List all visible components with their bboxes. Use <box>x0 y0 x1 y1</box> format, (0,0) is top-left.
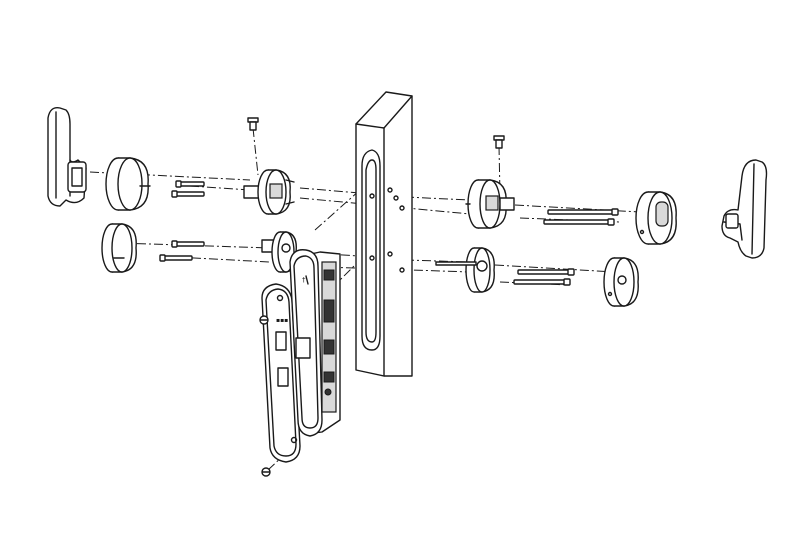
escutcheon-cover-left <box>101 223 137 273</box>
grub-screw-left <box>247 117 259 131</box>
forend-screws <box>259 315 271 477</box>
lock-mark-icon: † <box>302 276 306 284</box>
lever-handle-left <box>47 107 87 207</box>
screw-bolts-left <box>159 180 205 262</box>
lock-body: † <box>289 249 341 437</box>
plate-mark-icon: ▪▪▪ <box>276 317 288 324</box>
door-panel <box>355 91 413 377</box>
grub-screw-right <box>493 135 505 149</box>
escutcheon-cover-right <box>603 257 639 307</box>
rose-base-right <box>465 179 515 229</box>
lever-handle-right <box>721 159 768 259</box>
rose-cover-right <box>635 191 677 245</box>
through-bolts-right <box>513 208 619 286</box>
rose-base-left <box>243 169 295 215</box>
rose-cover-left <box>105 157 151 211</box>
escutcheon-base-right <box>435 247 495 293</box>
forend-plate: ▪▪▪ <box>261 283 301 463</box>
